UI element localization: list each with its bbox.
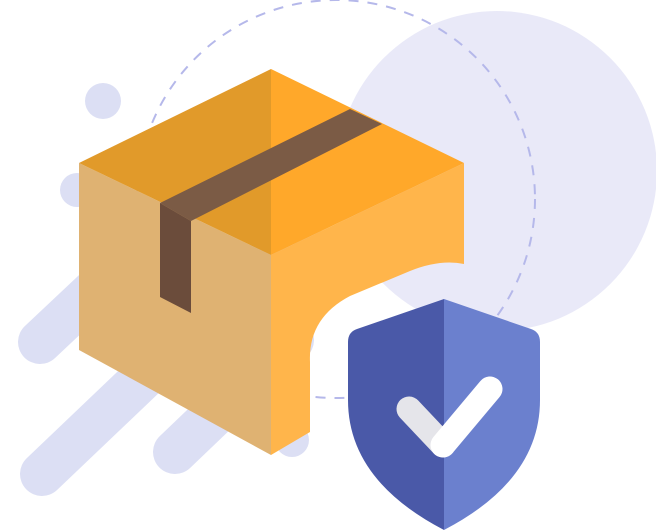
box-top-left-face [79, 69, 271, 255]
box-top-right-face [271, 69, 464, 255]
box-tape-front [160, 203, 191, 313]
decor-dot [85, 83, 121, 119]
shield-right-half [444, 299, 540, 530]
box-tape-top [160, 109, 382, 221]
dashed-orbit-ring [136, 0, 536, 399]
shield-left-half [348, 299, 444, 530]
package-box-icon [79, 69, 464, 455]
check-mark-right-stroke [430, 376, 503, 458]
box-front-left-face [79, 163, 271, 455]
box-front-right-face [271, 163, 464, 455]
shield-check-icon [348, 299, 540, 530]
